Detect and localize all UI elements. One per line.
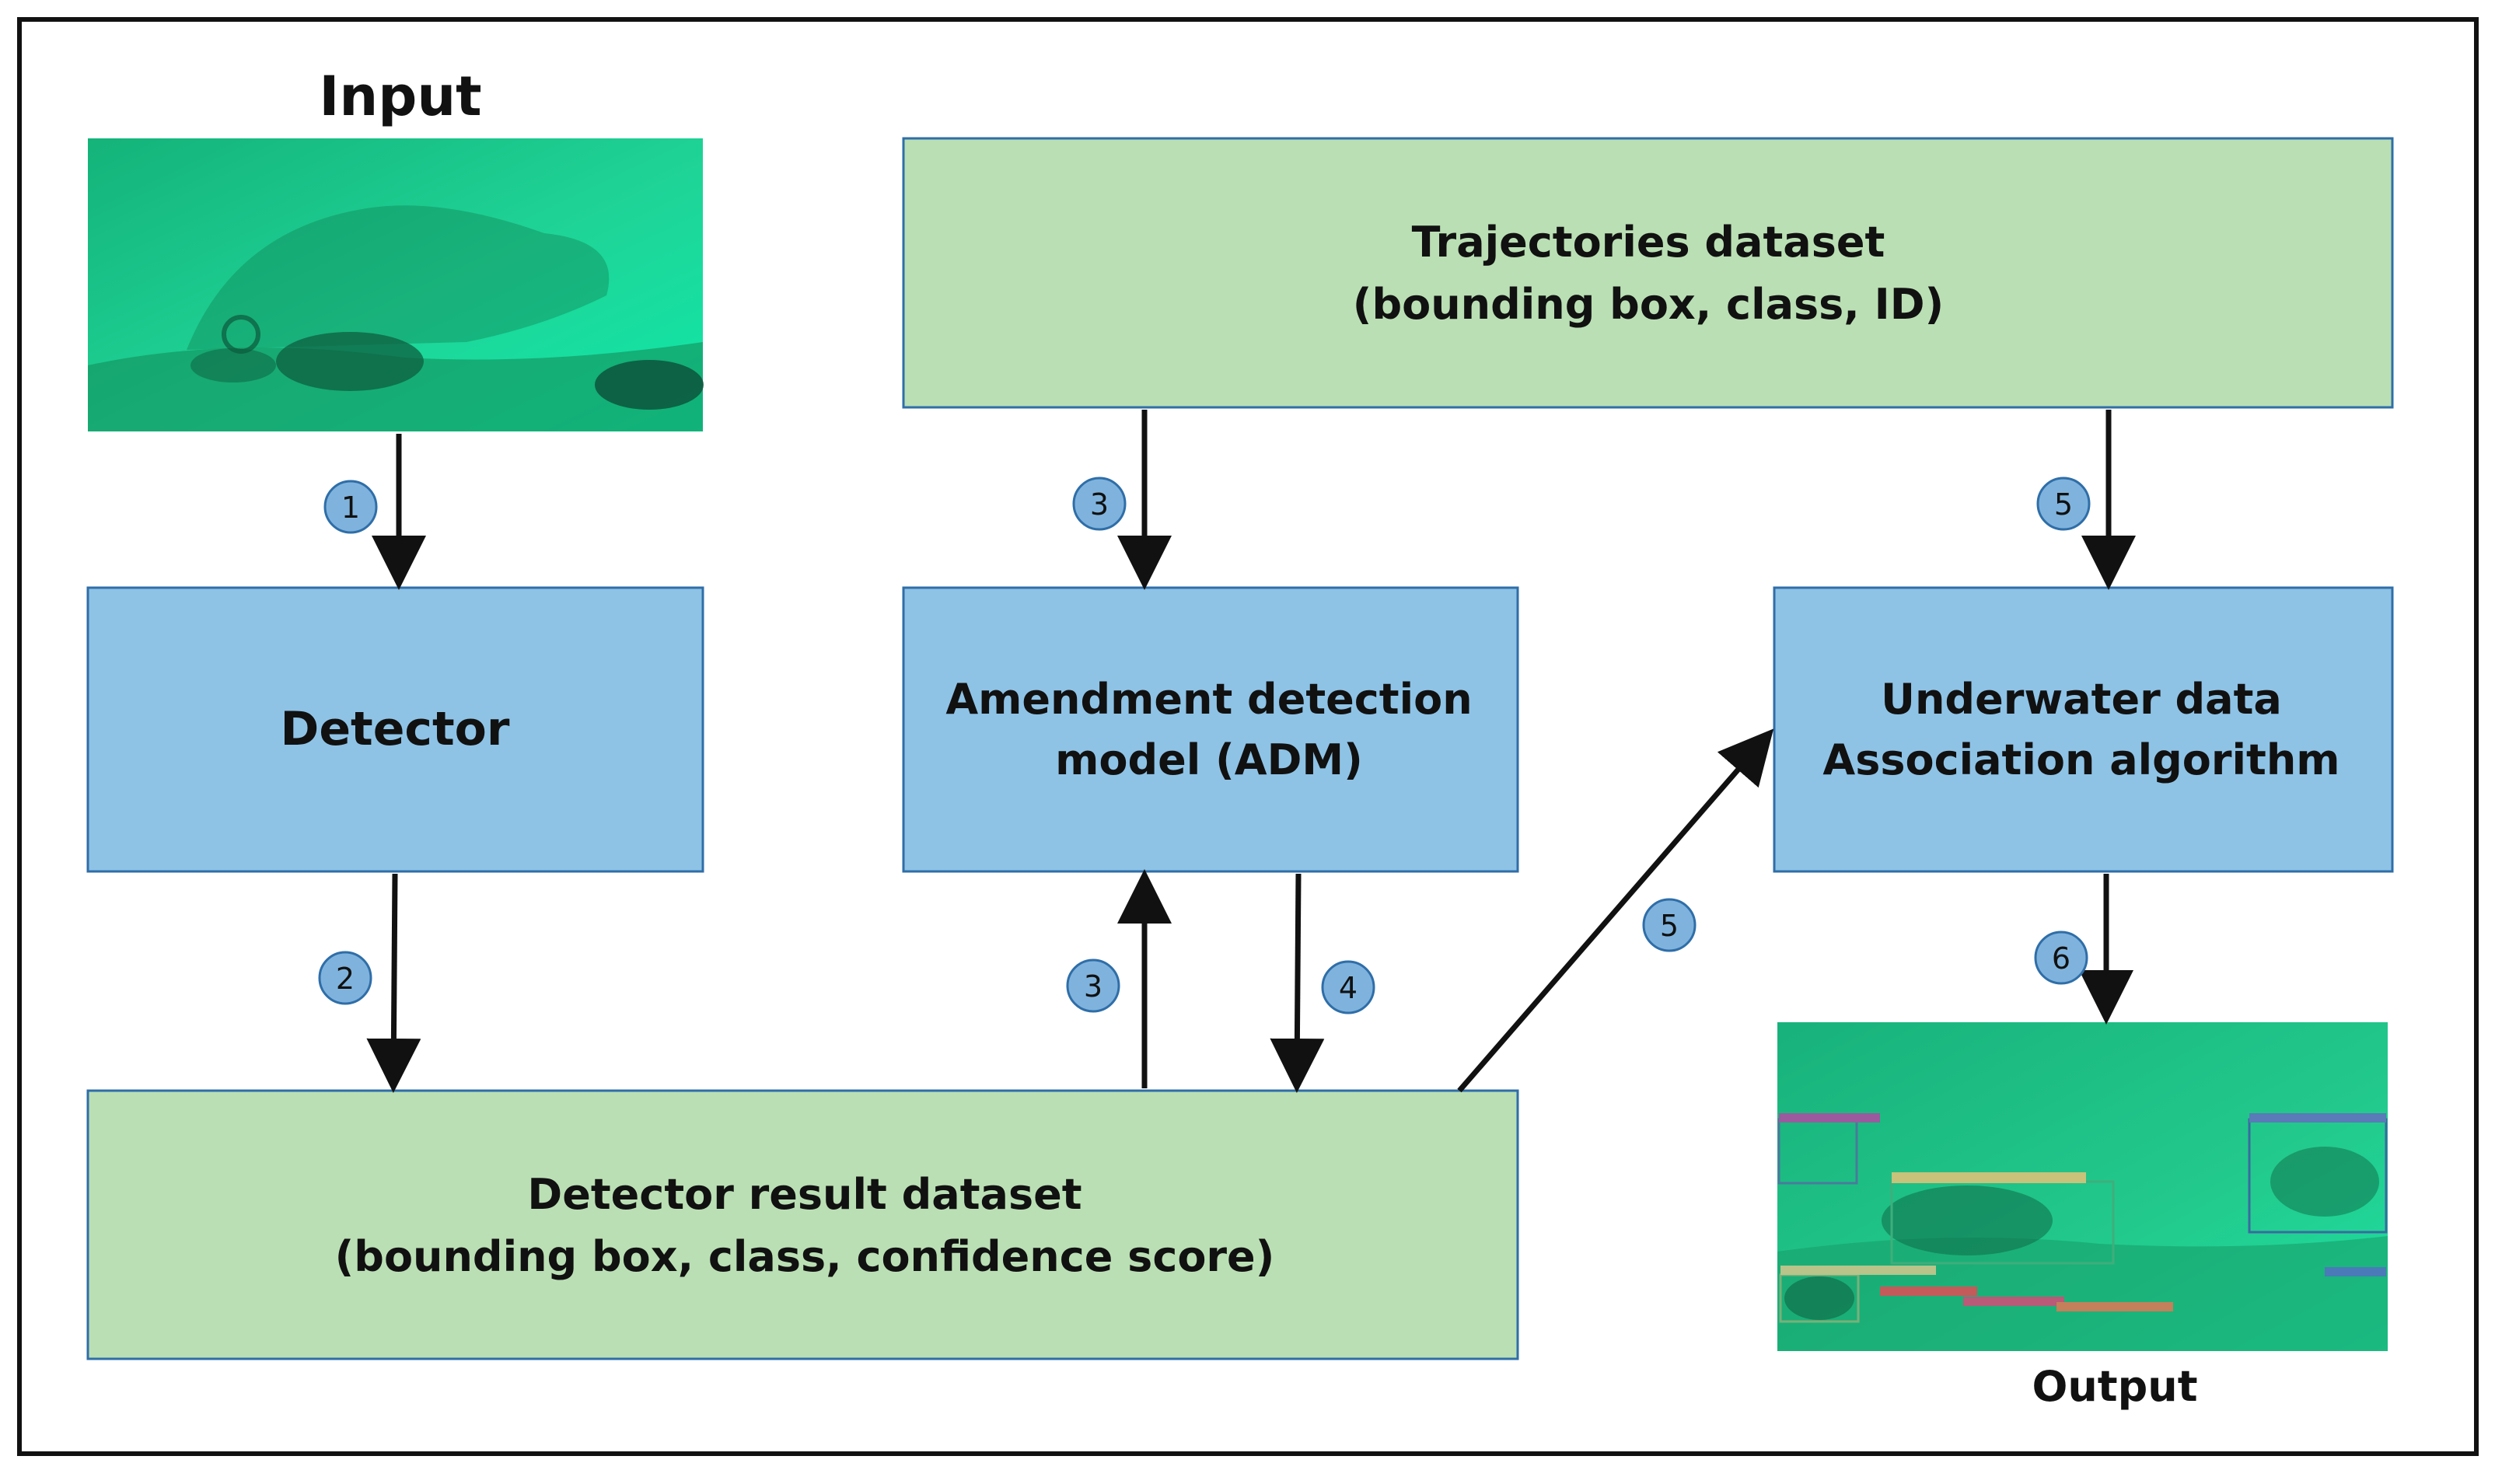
- svg-text:6: 6: [2052, 941, 2070, 976]
- input-image: [88, 138, 704, 431]
- trajectories-title: Trajectories dataset: [1412, 218, 1885, 267]
- input-label: Input: [319, 65, 481, 128]
- association-title: Underwater data: [1881, 675, 2282, 724]
- arrow-detector-to-result: [366, 873, 421, 1093]
- detector-result-box: Detector result dataset (bounding box, c…: [86, 1089, 1519, 1360]
- trajectories-dataset-box: Trajectories dataset (bounding box, clas…: [902, 137, 2394, 409]
- step-badge-3-top: 3: [1072, 477, 1127, 531]
- arrow-result-to-association: [1457, 728, 1774, 1093]
- association-box: Underwater data Association algorithm: [1773, 586, 2394, 873]
- step-badge-5-right: 5: [2036, 477, 2091, 531]
- svg-text:3: 3: [1090, 487, 1109, 522]
- detector-result-subtitle: (bounding box, class, confidence score): [335, 1232, 1275, 1281]
- svg-text:4: 4: [1339, 971, 1358, 1005]
- adm-subtitle: model (ADM): [1055, 735, 1363, 784]
- svg-text:3: 3: [1084, 969, 1102, 1004]
- step-badge-1: 1: [323, 480, 378, 534]
- step-badge-4: 4: [1321, 960, 1375, 1014]
- output-image: [1777, 1022, 2388, 1351]
- trajectories-subtitle: (bounding box, class, ID): [1353, 280, 1944, 329]
- step-badge-3-bottom: 3: [1066, 958, 1120, 1013]
- arrow-adm-to-result: [1270, 873, 1325, 1093]
- detector-label: Detector: [281, 702, 510, 756]
- adm-title: Amendment detection: [945, 675, 1472, 724]
- detector-result-title: Detector result dataset: [527, 1170, 1082, 1219]
- svg-text:1: 1: [341, 491, 360, 525]
- svg-text:5: 5: [1660, 909, 1679, 943]
- detector-box: Detector: [86, 586, 704, 873]
- step-badge-2: 2: [318, 951, 372, 1005]
- svg-text:2: 2: [336, 962, 355, 996]
- arrows: [366, 410, 2136, 1093]
- association-subtitle: Association algorithm: [1822, 735, 2339, 784]
- output-label: Output: [2032, 1362, 2197, 1411]
- svg-text:5: 5: [2054, 487, 2073, 522]
- adm-box: Amendment detection model (ADM): [902, 586, 1519, 873]
- step-badge-5-diagonal: 5: [1642, 898, 1697, 952]
- step-badge-6: 6: [2034, 931, 2088, 985]
